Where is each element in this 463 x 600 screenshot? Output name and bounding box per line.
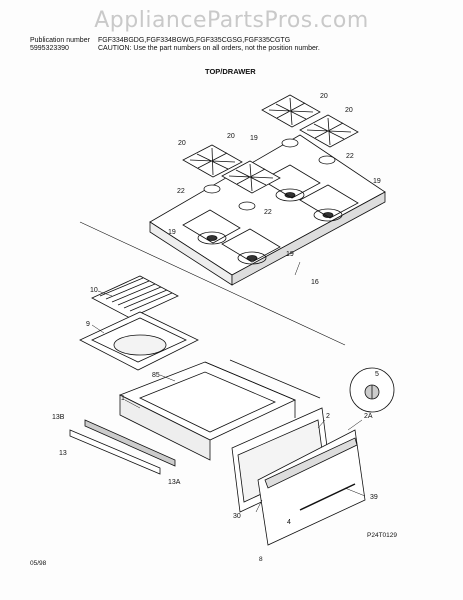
section-divider-line (79, 221, 346, 346)
callout-22: 22 (346, 153, 354, 160)
burner-bowls (182, 164, 359, 263)
broiler-grid (91, 275, 179, 319)
callout-16: 16 (311, 279, 319, 286)
callout-19: 19 (250, 135, 258, 142)
drawing-code: P24T0129 (367, 532, 397, 539)
drawer-rails (69, 419, 176, 475)
callout-20: 20 (320, 93, 328, 100)
watermark: AppliancePartsPros.com (94, 8, 369, 33)
callout-19: 19 (286, 251, 294, 258)
section-title: TOP/DRAWER (205, 67, 256, 76)
callout-13a: 13A (168, 479, 181, 486)
callout-20: 20 (227, 133, 235, 140)
callout-10: 10 (90, 287, 98, 294)
detail-circle (349, 367, 395, 413)
burner-grates (182, 94, 359, 194)
callout-9: 9 (86, 321, 90, 328)
callout-30: 30 (233, 513, 241, 520)
callout-1: 1 (121, 395, 125, 402)
callout-5: 5 (375, 371, 379, 378)
callout-22: 22 (264, 209, 272, 216)
callout-2a: 2A (364, 413, 373, 420)
page-number: 8 (259, 556, 263, 563)
broiler-pan (79, 311, 199, 371)
callout-22: 22 (177, 188, 185, 195)
revision-date: 05/98 (30, 560, 47, 567)
callout-20: 20 (345, 107, 353, 114)
callout-85: 85 (152, 372, 160, 379)
caution-note: CAUTION: Use the part numbers on all ord… (98, 45, 320, 52)
callout-39: 39 (370, 494, 378, 501)
burner-caps (203, 138, 336, 211)
publication-number: 5995323390 (30, 45, 69, 52)
callout-19: 19 (168, 229, 176, 236)
publication-label: Publication number (30, 37, 90, 44)
callout-13b: 13B (52, 414, 65, 421)
leader-lines (91, 261, 366, 513)
callout-4: 4 (287, 519, 291, 526)
callout-2: 2 (326, 413, 330, 420)
callout-19: 19 (373, 178, 381, 185)
drawer-body (119, 359, 321, 461)
model-numbers: FGF334BGDG,FGF334BGWG,FGF335CGSG,FGF335C… (98, 37, 291, 44)
callout-20: 20 (178, 140, 186, 147)
callout-13: 13 (59, 450, 67, 457)
